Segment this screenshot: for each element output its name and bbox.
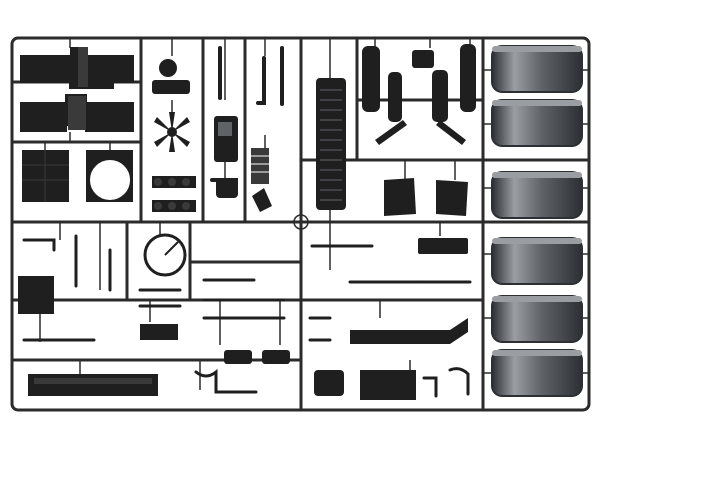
- steering-wheel-part: [143, 233, 187, 277]
- rod-parts: [22, 234, 472, 398]
- fender-part: [491, 295, 583, 343]
- cooling-fan-part: [152, 59, 196, 212]
- fender-parts: [491, 45, 583, 397]
- fender-part: [491, 237, 583, 285]
- fender-part: [491, 171, 583, 219]
- fender-part: [491, 45, 583, 93]
- engine-block-parts: [20, 47, 134, 132]
- exhaust-stack-parts: [362, 44, 476, 145]
- fender-part: [491, 99, 583, 147]
- radiator-grille-part: [316, 78, 346, 210]
- seat-parts: [384, 178, 468, 216]
- gearbox-parts: [214, 116, 272, 212]
- center-gate-mark: [293, 214, 309, 230]
- chassis-parts: [18, 238, 468, 400]
- grille-panels: [22, 150, 133, 202]
- fender-part: [491, 349, 583, 397]
